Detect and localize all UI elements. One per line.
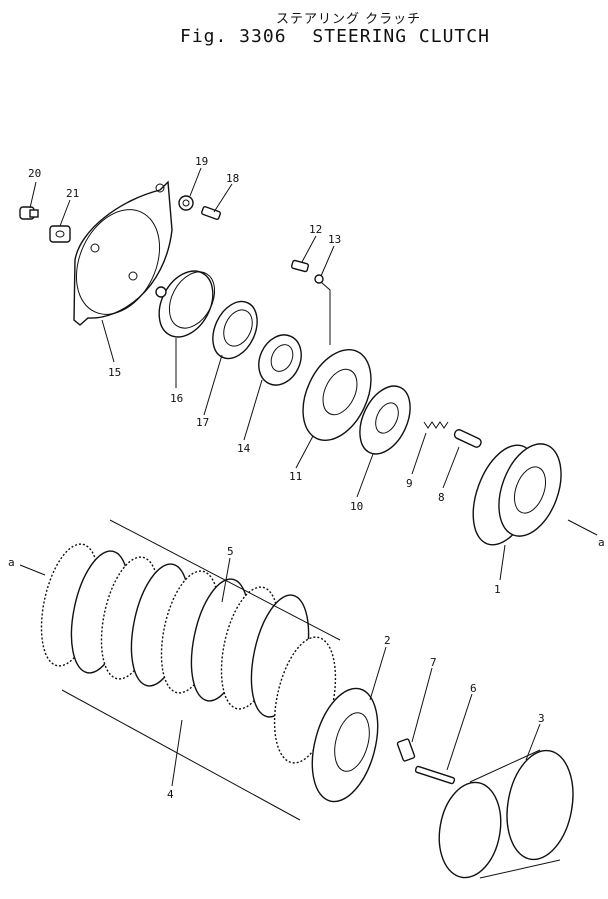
part-12-bolt: [290, 259, 310, 273]
figure-title: Fig. 3306 STEERING CLUTCH: [180, 26, 490, 47]
part-10-shim: [359, 385, 411, 455]
part-13-washer: [314, 274, 324, 284]
callout-19: 19: [195, 155, 208, 168]
callout-20: 20: [28, 167, 41, 180]
figure-number: Fig. 3306: [180, 26, 287, 47]
callout-18: 18: [226, 172, 239, 185]
part-9-spring: [423, 421, 449, 429]
callout-11: 11: [289, 470, 302, 483]
callout-2: 2: [384, 634, 391, 647]
callout-15: 15: [108, 366, 121, 379]
callout-6: 6: [470, 682, 477, 695]
callout-12: 12: [309, 223, 322, 236]
callout-21: 21: [66, 187, 79, 200]
callout-7: 7: [430, 656, 437, 669]
part-15-housing: [73, 180, 173, 326]
leader-lines: [19, 167, 598, 787]
part-3-drum: [438, 749, 574, 879]
part-11-plate: [302, 348, 372, 442]
part-19-nut: [178, 195, 194, 211]
part-16-cage: [155, 270, 216, 338]
callout-17: 17: [196, 416, 209, 429]
part-4-5-clutch-pack: [40, 519, 341, 821]
part-20-bolt: [19, 206, 39, 220]
callout-4: 4: [167, 788, 174, 801]
part-21-nut: [49, 225, 71, 243]
japanese-title: ステアリング クラッチ: [276, 12, 422, 27]
callout-1: 1: [494, 583, 501, 596]
part-8-pin: [453, 429, 482, 448]
part-2-pressure-plate: [311, 687, 379, 803]
callout-9: 9: [406, 477, 413, 490]
callout-labels: 20 21 19 18 15 16 17 14 12 13 11 10 9 8 …: [8, 155, 605, 801]
callout-5: 5: [227, 545, 234, 558]
part-14-hub: [258, 334, 302, 386]
callout-a-left: a: [8, 556, 15, 569]
callout-a-right: a: [598, 536, 605, 549]
part-1-drum-hub: [472, 443, 562, 546]
title-block: ステアリング クラッチ Fig. 3306 STEERING CLUTCH: [0, 0, 608, 60]
callout-14: 14: [237, 442, 251, 455]
part-18-stud: [201, 206, 221, 220]
callout-16: 16: [170, 392, 183, 405]
part-17-bearing: [212, 300, 258, 360]
callout-8: 8: [438, 491, 445, 504]
part-6-bolt: [414, 765, 456, 785]
part-7-lock: [396, 738, 416, 762]
english-title: STEERING CLUTCH: [312, 26, 490, 47]
callout-13: 13: [328, 233, 341, 246]
callout-3: 3: [538, 712, 545, 725]
callout-10: 10: [350, 500, 363, 513]
